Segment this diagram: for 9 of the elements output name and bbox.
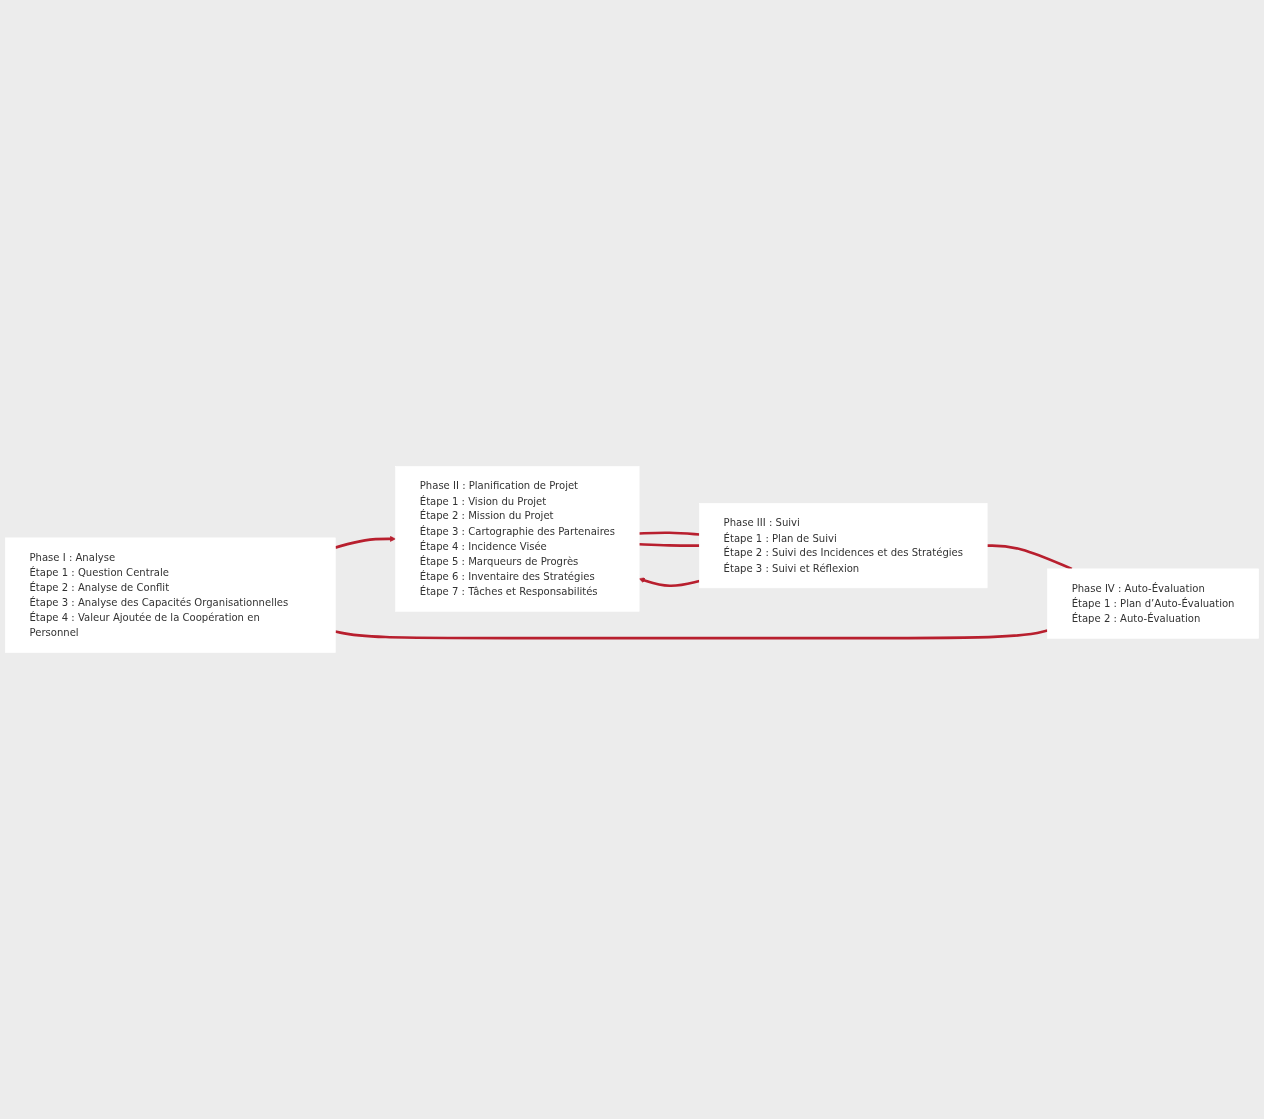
node-box: Phase IV : Auto-Évaluation Étape 1 : Plan d’Auto-Évaluation Étape 2 : Auto-Évaluation <box>1047 568 1259 639</box>
node-box: Phase II : Planification de Projet Étape 1 : Vision du Projet Étape 2 : Mission du Projet Étape 3 : Cartographie des Partenaires Étape 4 : Incidence Visée Étape 5 : Marqueurs de Progrès Étape 6 : Inventaire des Stratégies Étape 7 : Tâches et Responsabilités <box>395 466 640 612</box>
node-box: Phase III : Suivi Étape 1 : Plan de Suivi Étape 2 : Suivi des Incidences et des Stratégies Étape 3 : Suivi et Réflexion <box>699 503 988 589</box>
arrow <box>638 577 700 588</box>
connector <box>639 542 700 547</box>
connector <box>335 629 1048 640</box>
connector <box>639 531 700 536</box>
arrow <box>334 535 396 549</box>
node-box: Phase I : Analyse Étape 1 : Question Centrale Étape 2 : Analyse de Conflit Étape 3 : Analyse des Capacités Organisationnelles Étape 4 : Valeur Ajoutée de la Coopération en Personnel <box>5 537 336 653</box>
